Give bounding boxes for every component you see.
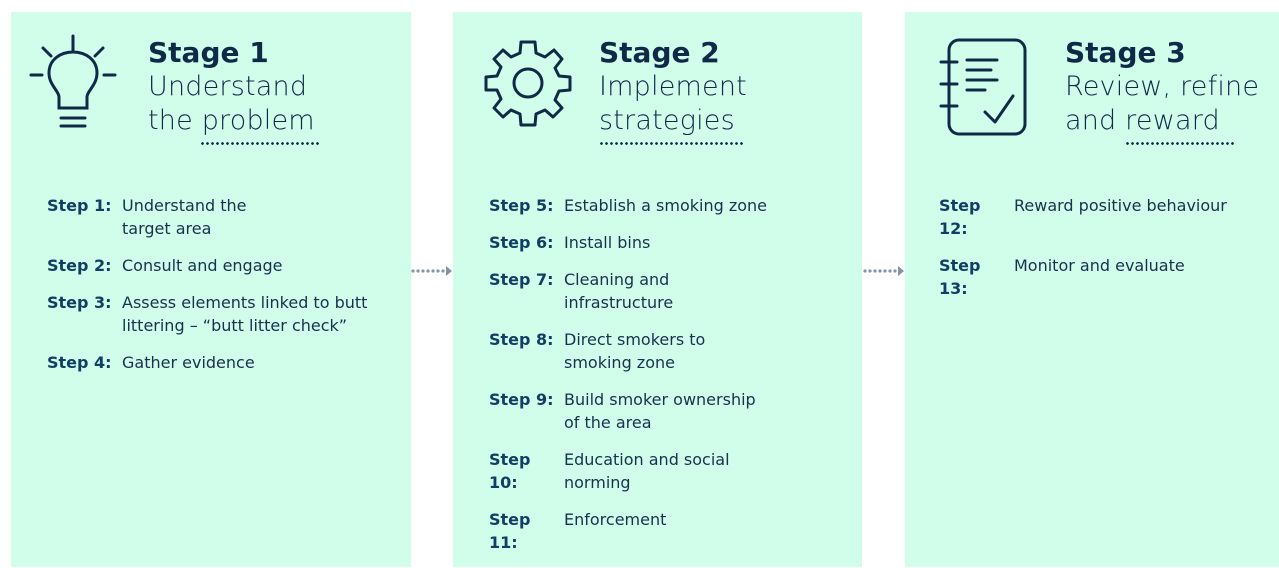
stage-number: Stage 1 — [148, 36, 269, 69]
step-label: Step 4: — [47, 353, 112, 372]
step-item: Step 5: Establish a smoking zone — [489, 194, 767, 217]
step-item: Step 8: Direct smokers to smoking zone — [489, 328, 767, 374]
step-label: Step 7: — [489, 270, 554, 289]
stage-2-steps: Step 5: Establish a smoking zone Step 6:… — [489, 194, 767, 568]
stage-title: Understand the problem — [148, 71, 315, 136]
dotted-arrow-icon — [410, 262, 452, 276]
step-label: Step 2: — [47, 256, 112, 275]
step-label: Step 12: — [939, 196, 981, 238]
stage-2-heading: Stage 2 Implement strategies — [599, 36, 747, 145]
stage-number: Stage 2 — [599, 36, 720, 69]
stage-2-panel: Stage 2 Implement strategies Step 5: Est… — [453, 12, 862, 567]
step-item: Step 4: Gather evidence — [47, 351, 367, 374]
step-item: Step 13: Monitor and evaluate — [939, 254, 1227, 300]
step-label: Step 6: — [489, 233, 554, 252]
step-item: Step 1: Understand the target area — [47, 194, 367, 240]
step-text: Build smoker ownership of the area — [564, 390, 756, 432]
dotted-underline — [599, 142, 745, 145]
step-text: Education and social norming — [564, 450, 730, 492]
step-label: Step 10: — [489, 450, 531, 492]
step-label: Step 5: — [489, 196, 554, 215]
step-item: Step 12: Reward positive behaviour — [939, 194, 1227, 240]
stage-title: Implement strategies — [599, 71, 747, 136]
step-text: Monitor and evaluate — [1014, 256, 1185, 275]
step-label: Step 1: — [47, 196, 112, 215]
step-item: Step 10: Education and social norming — [489, 448, 767, 494]
step-text: Cleaning and infrastructure — [564, 270, 674, 312]
dotted-arrow-icon — [862, 262, 904, 276]
gear-icon — [483, 38, 573, 128]
stage-title: Review, refine and reward — [1065, 71, 1260, 136]
step-text: Assess elements linked to butt littering… — [122, 293, 368, 335]
step-label: Step 9: — [489, 390, 554, 409]
step-text: Establish a smoking zone — [564, 196, 767, 215]
stage-number: Stage 3 — [1065, 36, 1186, 69]
stage-3-heading: Stage 3 Review, refine and reward — [1065, 36, 1259, 145]
step-label: Step 8: — [489, 330, 554, 349]
stage-3-panel: Stage 3 Review, refine and reward Step 1… — [905, 12, 1279, 567]
step-text: Enforcement — [564, 510, 667, 529]
stage-3-steps: Step 12: Reward positive behaviour Step … — [939, 194, 1227, 314]
step-label: Step 11: — [489, 510, 531, 552]
step-text: Gather evidence — [122, 353, 255, 372]
checklist-icon — [937, 36, 1033, 136]
dotted-underline — [1125, 142, 1235, 145]
stage-1-steps: Step 1: Understand the target area Step … — [47, 194, 367, 388]
step-item: Step 3: Assess elements linked to butt l… — [47, 291, 367, 337]
stage-1-panel: Stage 1 Understand the problem Step 1: U… — [11, 12, 411, 567]
lightbulb-icon — [27, 34, 119, 134]
step-label: Step 13: — [939, 256, 981, 298]
step-item: Step 11: Enforcement — [489, 508, 767, 554]
step-item: Step 6: Install bins — [489, 231, 767, 254]
step-item: Step 9: Build smoker ownership of the ar… — [489, 388, 767, 434]
stage-1-heading: Stage 1 Understand the problem — [148, 36, 320, 145]
step-text: Consult and engage — [122, 256, 283, 275]
step-text: Direct smokers to smoking zone — [564, 330, 706, 372]
dotted-underline — [200, 142, 320, 145]
step-label: Step 3: — [47, 293, 112, 312]
step-text: Install bins — [564, 233, 651, 252]
step-text: Understand the target area — [122, 196, 247, 238]
step-item: Step 2: Consult and engage — [47, 254, 367, 277]
step-text: Reward positive behaviour — [1014, 196, 1227, 215]
step-item: Step 7: Cleaning and infrastructure — [489, 268, 767, 314]
